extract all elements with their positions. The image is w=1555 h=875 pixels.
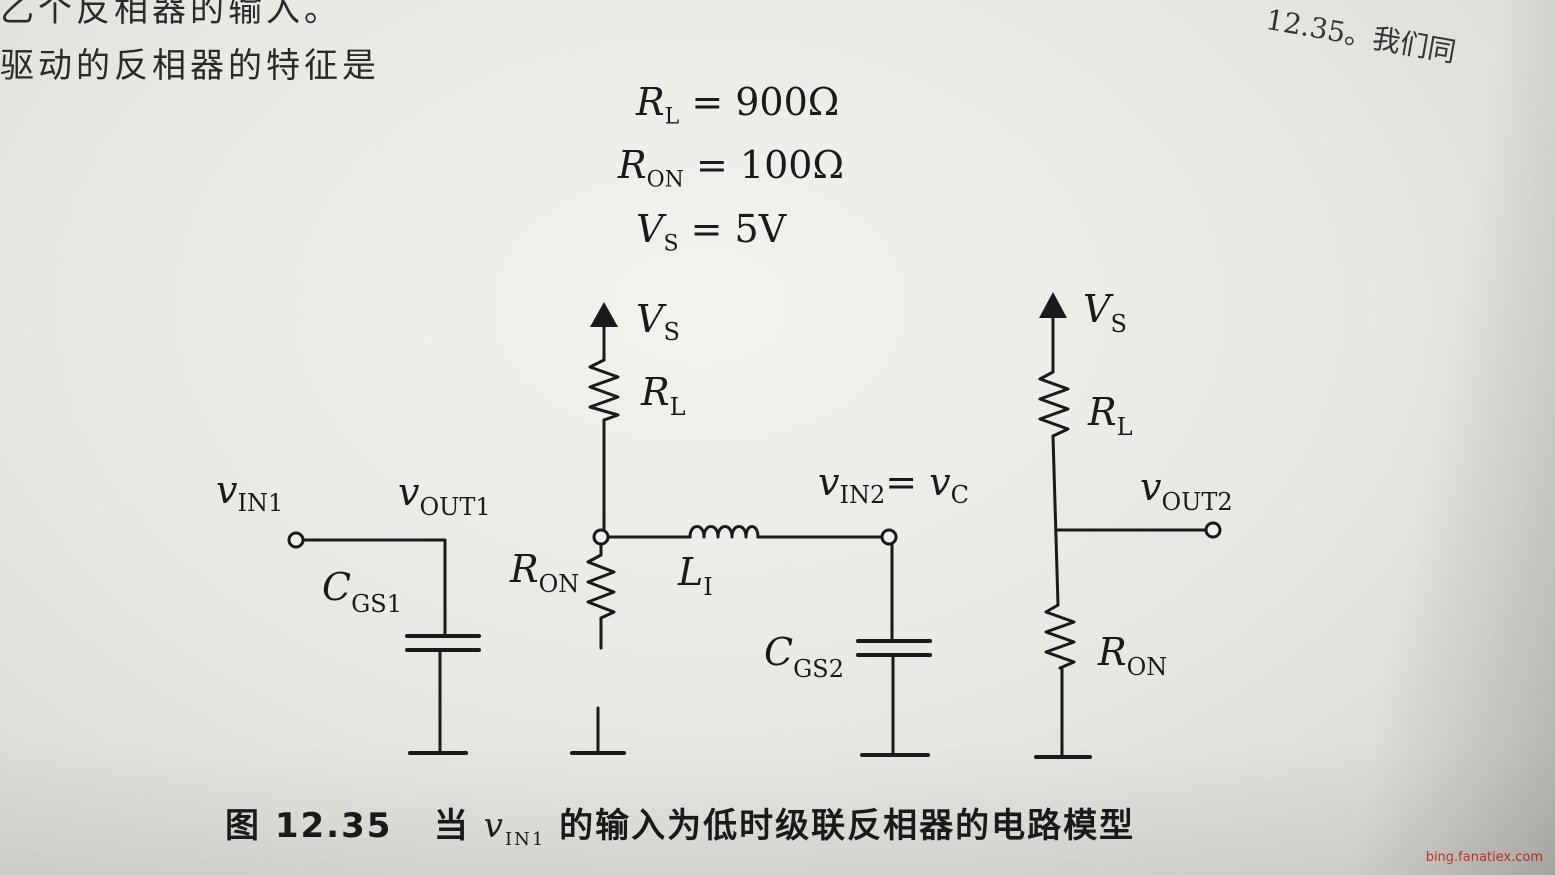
caption-post: 的输入为低时级联反相器的电路模型 bbox=[559, 806, 1136, 846]
node-1 bbox=[592, 528, 610, 546]
caption-pre: 当 bbox=[433, 806, 470, 846]
cgs1-branch bbox=[287, 531, 481, 755]
li-branch bbox=[606, 525, 898, 546]
body-text-line-1: 乙个反相器的输入。 bbox=[0, 0, 342, 30]
vs2-arrow bbox=[1039, 292, 1067, 318]
label-vin1: vIN1 bbox=[216, 468, 283, 517]
rl2-node-wire bbox=[1051, 434, 1060, 607]
ron1-resistor bbox=[586, 553, 616, 620]
param-ron: RON = 100Ω bbox=[618, 143, 844, 193]
watermark: bing.fanatiex.com bbox=[1425, 850, 1543, 865]
param-rl: RL = 900Ω bbox=[636, 80, 840, 130]
rl1-resistor bbox=[588, 358, 620, 422]
label-li: LI bbox=[677, 550, 713, 601]
inverter1 bbox=[570, 323, 626, 755]
label-vout1: vOUT1 bbox=[398, 470, 491, 521]
vin1-terminal bbox=[287, 531, 305, 549]
cgs2-branch bbox=[856, 542, 932, 757]
vs1-arrow bbox=[590, 302, 618, 327]
label-vs1: VS bbox=[636, 297, 680, 346]
param-vs: VS = 5V bbox=[636, 207, 787, 257]
label-cgs2: CGS2 bbox=[764, 630, 844, 683]
label-rl1: RL bbox=[640, 370, 686, 421]
inverter2 bbox=[1034, 313, 1222, 759]
caption-variable: vIN1 bbox=[483, 806, 546, 850]
label-rl2: RL bbox=[1087, 390, 1133, 441]
figure-caption: 图 12.35 当 vIN1 的输入为低时级联反相器的电路模型 bbox=[225, 798, 1135, 850]
vin2-terminal bbox=[880, 528, 898, 546]
label-vs2: VS bbox=[1083, 287, 1127, 338]
label-ron2: RON bbox=[1097, 630, 1167, 681]
rl2-resistor bbox=[1038, 370, 1070, 438]
li-inductor bbox=[688, 525, 760, 539]
body-text-line-2: 驱动的反相器的特征是 bbox=[0, 46, 380, 86]
ron2-resistor bbox=[1044, 603, 1076, 670]
vout2-terminal bbox=[1204, 521, 1222, 539]
label-vin2: vIN2= vC bbox=[818, 460, 969, 509]
label-cgs1: CGS1 bbox=[322, 565, 402, 618]
caption-figure-number: 图 12.35 bbox=[225, 806, 393, 846]
label-ron1: RON bbox=[509, 547, 579, 598]
label-vout2: vOUT2 bbox=[1140, 465, 1233, 516]
